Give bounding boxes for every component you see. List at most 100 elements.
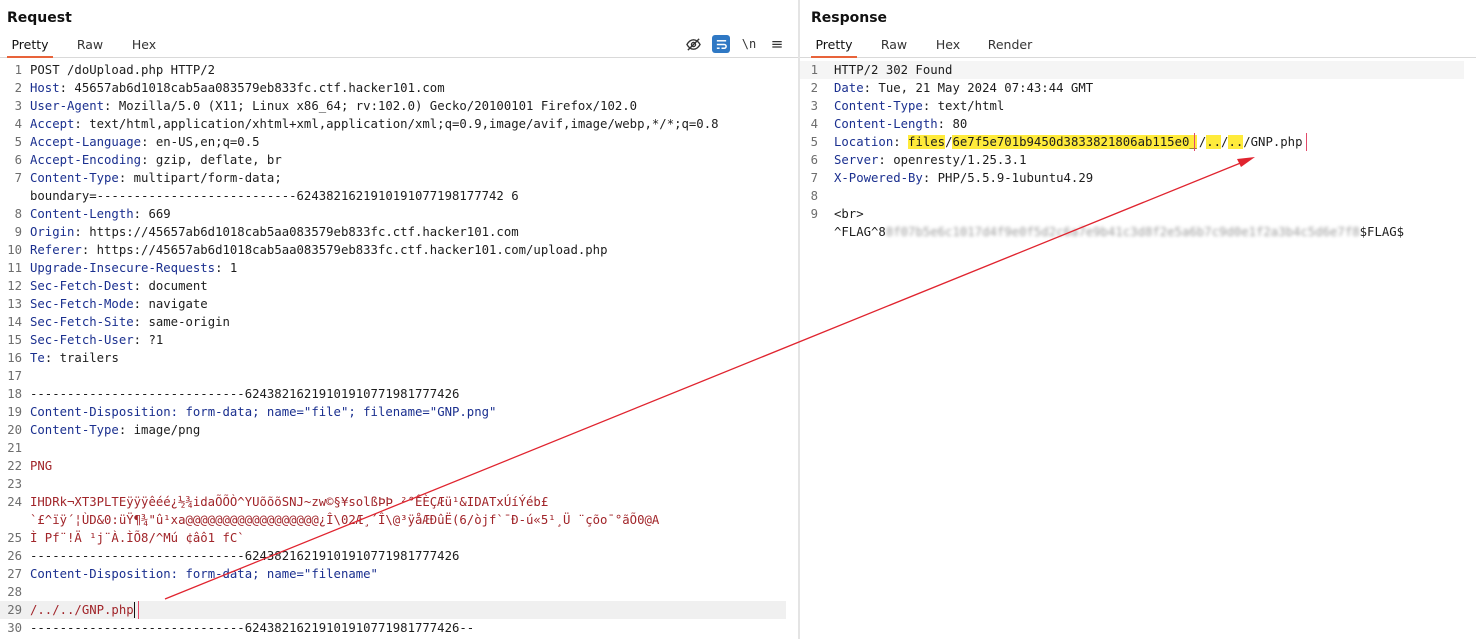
location-slash: / bbox=[945, 135, 953, 149]
line-number: 15 bbox=[7, 333, 22, 347]
request-line[interactable]: 29/../../GNP.php bbox=[0, 601, 786, 619]
line-number: 30 bbox=[7, 621, 22, 635]
line-content: Accept-Encoding: gzip, deflate, br bbox=[30, 151, 786, 169]
line-number: 24 bbox=[7, 495, 22, 509]
location-underscore: _ bbox=[1189, 135, 1197, 149]
header-separator: : bbox=[893, 135, 909, 149]
line-text: : 669 bbox=[133, 207, 171, 221]
line-content: Origin: https://45657ab6d1018cab5aa08357… bbox=[30, 223, 786, 241]
request-tab-hex[interactable]: Hex bbox=[131, 37, 157, 52]
header-name: Content-Disposition bbox=[30, 405, 171, 419]
response-tab-pretty[interactable]: Pretty bbox=[811, 36, 857, 58]
line-number: 9 bbox=[810, 207, 818, 221]
request-tab-pretty[interactable]: Pretty bbox=[7, 36, 53, 58]
line-number: 28 bbox=[7, 585, 22, 599]
header-name: Sec-Fetch-Dest bbox=[30, 279, 134, 293]
line-text: : https://45657ab6d1018cab5aa083579eb833… bbox=[81, 243, 608, 257]
line-content: Accept: text/html,application/xhtml+xml,… bbox=[30, 115, 786, 133]
request-toolbar: \n ≡ bbox=[684, 35, 786, 53]
response-line[interactable]: 1 HTTP/2 302 Found bbox=[800, 61, 1464, 79]
response-line[interactable]: 7 X-Powered-By: PHP/5.5.9-1ubuntu4.29 bbox=[800, 169, 1464, 187]
request-line[interactable]: 26-----------------------------624382162… bbox=[0, 547, 786, 565]
line-number: 6 bbox=[14, 153, 22, 167]
header-name: Referer bbox=[30, 243, 82, 257]
request-line[interactable]: boundary=---------------------------6243… bbox=[0, 187, 786, 205]
line-content: Content-Length: 80 bbox=[834, 115, 1464, 133]
header-name: X-Powered-By bbox=[834, 171, 923, 185]
line-content: Accept-Language: en-US,en;q=0.5 bbox=[30, 133, 786, 151]
request-tab-raw[interactable]: Raw bbox=[76, 37, 104, 52]
line-content: Sec-Fetch-Mode: navigate bbox=[30, 295, 786, 313]
eye-off-icon[interactable] bbox=[684, 35, 702, 53]
line-content: Content-Disposition: form-data; name="fi… bbox=[30, 565, 786, 583]
line-number: 1 bbox=[14, 63, 22, 77]
line-number: 26 bbox=[7, 549, 22, 563]
request-line[interactable]: `£^ïÿ´¦ÙD&0:üŸ¶¾"û¹xa@@@@@@@@@@@@@@@@@@¿… bbox=[0, 511, 786, 529]
request-tabs: Pretty Raw Hex bbox=[0, 36, 798, 58]
line-number: 22 bbox=[7, 459, 22, 473]
line-text: : image/png bbox=[118, 423, 201, 437]
response-title: Response bbox=[811, 10, 888, 26]
menu-icon[interactable]: ≡ bbox=[770, 35, 784, 53]
line-text: : form-data; name="file"; filename="GNP.… bbox=[170, 405, 497, 419]
newline-toggle-icon[interactable]: \n bbox=[741, 37, 757, 51]
line-number: 1 bbox=[810, 63, 818, 77]
response-line[interactable]: ^FLAG^88f07b5e6c1017d4f9e0f5d2c6a7e9b41c… bbox=[800, 223, 1464, 241]
request-line[interactable]: 23 bbox=[0, 475, 786, 493]
line-text: : 45657ab6d1018cab5aa083579eb833fc.ctf.h… bbox=[59, 81, 445, 95]
header-name: Date bbox=[834, 81, 864, 95]
wrap-lines-icon[interactable] bbox=[712, 35, 730, 53]
request-line[interactable]: 30-----------------------------624382162… bbox=[0, 619, 786, 637]
request-line[interactable]: 28 bbox=[0, 583, 786, 601]
line-number: 7 bbox=[810, 171, 818, 185]
request-line[interactable]: 17 bbox=[0, 367, 786, 385]
response-pane: Response Pretty Raw Hex Render 1 HTTP/2 3… bbox=[800, 0, 1476, 639]
request-line[interactable]: 18-----------------------------624382162… bbox=[0, 385, 786, 403]
header-name: Accept-Encoding bbox=[30, 153, 142, 167]
line-content: HTTP/2 302 Found bbox=[834, 61, 1464, 79]
response-line[interactable]: 8 bbox=[800, 187, 1464, 205]
request-line[interactable]: 21 bbox=[0, 439, 786, 457]
header-name: Sec-Fetch-Site bbox=[30, 315, 134, 329]
line-content: Sec-Fetch-Dest: document bbox=[30, 277, 786, 295]
line-text: : en-US,en;q=0.5 bbox=[141, 135, 260, 149]
response-tab-raw[interactable]: Raw bbox=[880, 37, 908, 52]
location-dotdot: .. bbox=[1206, 135, 1222, 149]
line-content: Referer: https://45657ab6d1018cab5aa0835… bbox=[30, 241, 786, 259]
response-tab-hex[interactable]: Hex bbox=[935, 37, 961, 52]
response-tab-render[interactable]: Render bbox=[987, 37, 1033, 52]
line-number: 21 bbox=[7, 441, 22, 455]
header-name: Origin bbox=[30, 225, 75, 239]
request-line[interactable]: 6 Accept-Encoding: gzip, deflate, br bbox=[0, 151, 786, 169]
line-text: : PHP/5.5.9-1ubuntu4.29 bbox=[922, 171, 1094, 185]
response-line[interactable]: 9<br> bbox=[800, 205, 1464, 223]
